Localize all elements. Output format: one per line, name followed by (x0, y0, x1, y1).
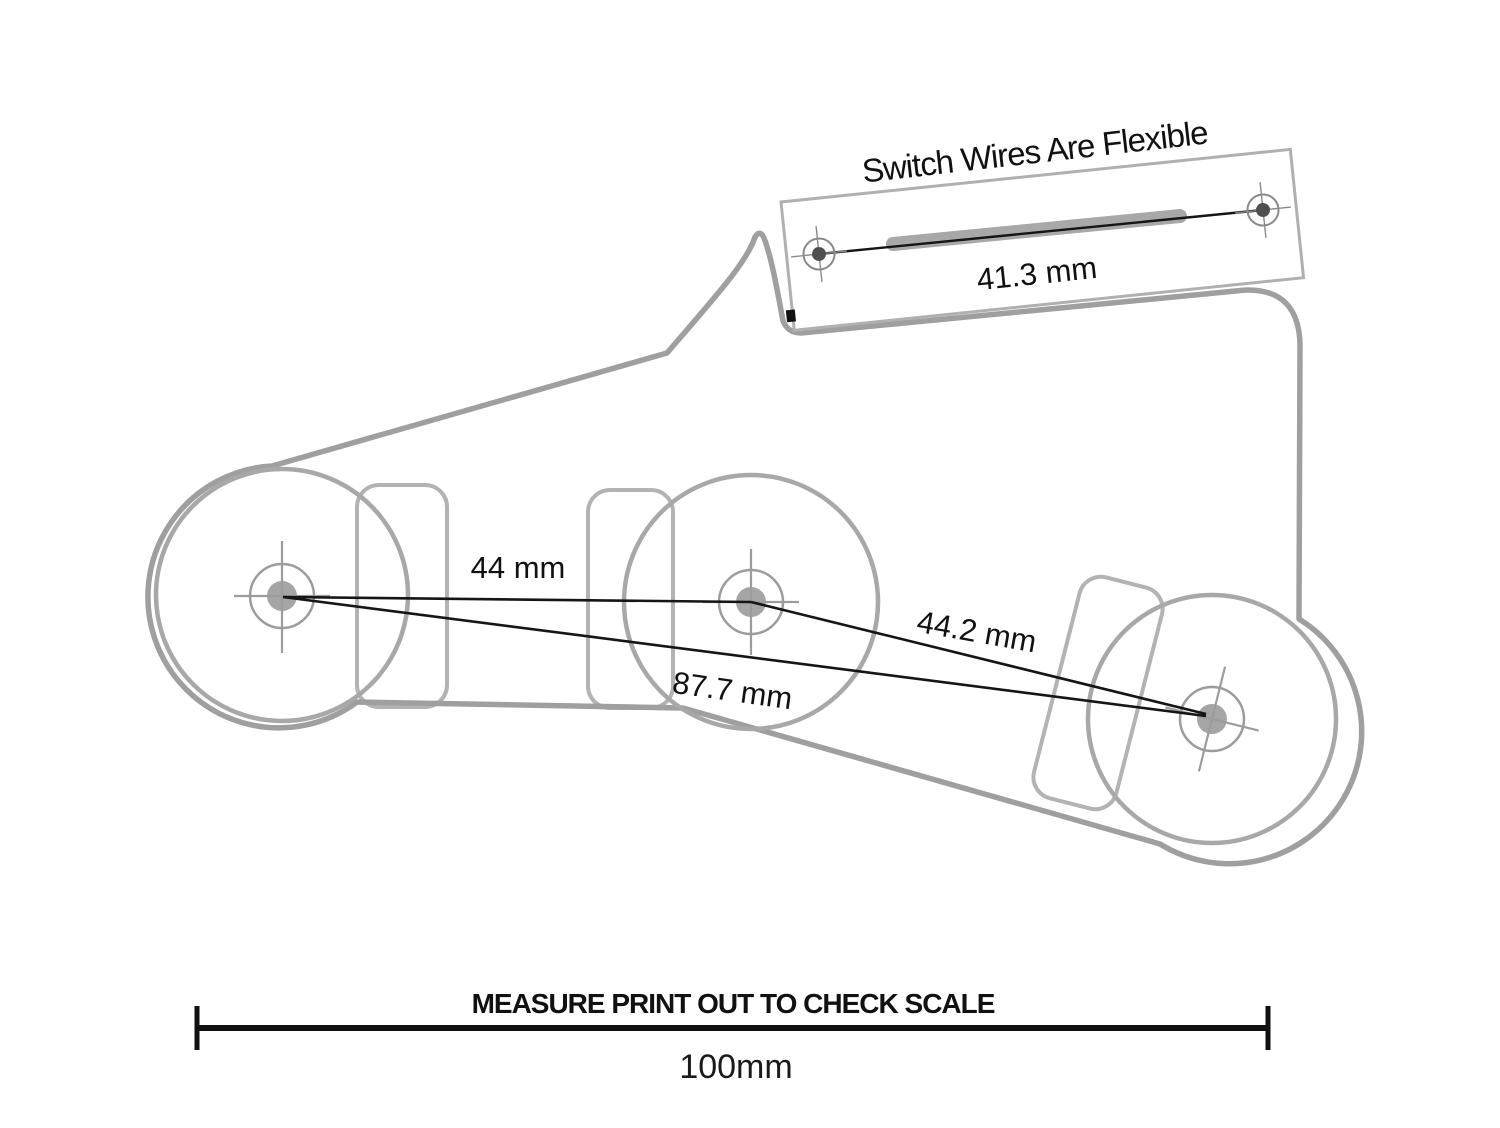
mount-pad-right (1031, 574, 1165, 812)
wheel-left (153, 466, 411, 724)
switch-hole-right (1235, 182, 1291, 238)
scale-instruction-label: MEASURE PRINT OUT TO CHECK SCALE (472, 988, 995, 1019)
wheel-right-hub (1178, 685, 1246, 753)
plate-corner-mark-group (785, 309, 797, 323)
dim-line-wheel2-wheel3 (750, 600, 1207, 716)
wheel-left-rim (153, 466, 411, 724)
switch-hole-right-ring (1246, 193, 1280, 227)
reed-switch-body (886, 209, 1187, 251)
dim-label-wheel2-wheel3: 44.2 mm (914, 604, 1039, 659)
switch-plate-outline (779, 147, 1306, 332)
labels: Switch Wires Are Flexible 41.3 mm 44 mm … (471, 114, 1210, 717)
dimension-lines (282, 595, 1207, 718)
wheel-middle-rim (621, 472, 881, 732)
switch-hole-left-ring (802, 237, 836, 271)
dim-label-wheel1-wheel2: 44 mm (471, 550, 566, 585)
mount-pad-middle (586, 488, 675, 710)
wheel-right-crosshair-h (1165, 706, 1259, 732)
switch-plate (779, 147, 1306, 332)
dim-label-switch-holes: 41.3 mm (975, 250, 1099, 297)
wheel-right-rim (1085, 592, 1339, 846)
scale-check-bar: MEASURE PRINT OUT TO CHECK SCALE 100mm (194, 988, 1271, 1086)
switch-plate-outline-group (779, 147, 1306, 332)
wheel-right (1085, 592, 1339, 846)
wheel-right-crosshair (1165, 666, 1259, 772)
dim-line-wheel1-wheel3 (282, 595, 1207, 718)
switch-wire-line (818, 208, 1264, 256)
dim-line-wheel1-wheel2 (282, 595, 752, 604)
mount-pad-left (355, 483, 449, 709)
mount-pad-right-group (1031, 574, 1165, 812)
scale-length-label: 100mm (679, 1048, 792, 1086)
switch-note-label: Switch Wires Are Flexible (860, 114, 1209, 190)
mount-pads (355, 483, 1165, 812)
switch-hole-right-dot (1256, 203, 1270, 217)
switch-hole-left-dot (812, 247, 826, 261)
plate-corner-mark (785, 309, 797, 323)
switch-hole-left (791, 226, 847, 282)
chassis-outline (145, 230, 1365, 867)
